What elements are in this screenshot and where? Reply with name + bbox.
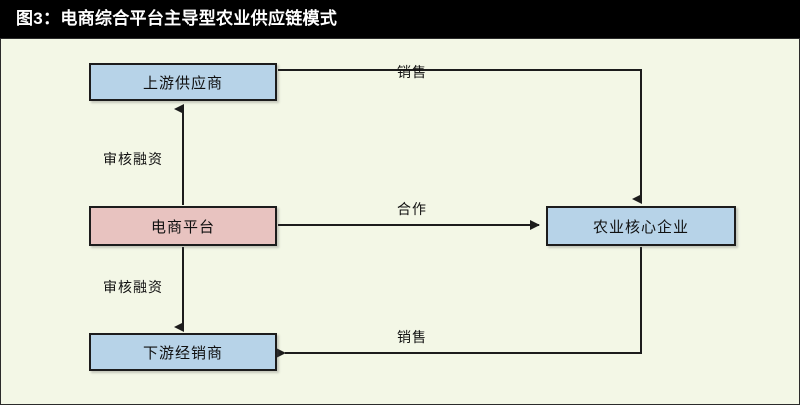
- diagram-edge-layer: [174, 69, 642, 358]
- node-upstream-supplier[interactable]: 上游供应商: [89, 63, 277, 101]
- figure-title: 图3：电商综合平台主导型农业供应链模式: [16, 9, 338, 28]
- node-agriculture-core-enterprise-label: 农业核心企业: [592, 218, 689, 236]
- edge-label-finance-upper: 审核融资: [103, 151, 163, 167]
- edge-label-cooperation: 合作: [397, 201, 427, 217]
- edge-core-to-downstream: [276, 247, 642, 358]
- node-ecommerce-platform-label: 电商平台: [150, 218, 215, 236]
- node-downstream-distributor[interactable]: 下游经销商: [89, 333, 277, 371]
- figure-header-bar: 图3：电商综合平台主导型农业供应链模式: [0, 0, 800, 38]
- node-agriculture-core-enterprise[interactable]: 农业核心企业: [546, 206, 736, 246]
- edge-label-sales-bottom: 销售: [397, 329, 427, 345]
- node-downstream-distributor-label: 下游经销商: [142, 344, 223, 362]
- edge-label-sales-top: 销售: [397, 64, 427, 80]
- edge-label-finance-lower: 审核融资: [103, 279, 163, 295]
- node-upstream-supplier-label: 上游供应商: [142, 74, 223, 92]
- node-ecommerce-platform[interactable]: 电商平台: [89, 206, 277, 246]
- diagram-canvas: 上游供应商 电商平台 农业核心企业 下游经销商 销售 合作 销售 审核融资 审核…: [0, 38, 800, 405]
- edge-upstream-to-core: [278, 69, 642, 204]
